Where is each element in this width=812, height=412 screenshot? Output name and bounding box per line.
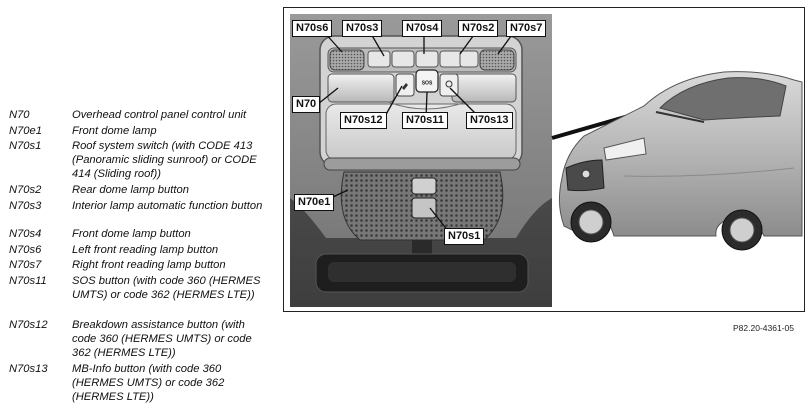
legend-description: Front dome lamp <box>72 125 157 137</box>
legend-code: N70s3 <box>9 200 42 212</box>
legend-description: Rear dome lamp button <box>72 184 189 196</box>
car-body-line <box>623 167 795 177</box>
legend-description: Left front reading lamp button <box>72 244 219 256</box>
car-logo <box>581 169 591 179</box>
callout-n70s3: N70s3 <box>342 20 383 37</box>
figure-illustration: SOS <box>290 14 803 307</box>
info-icon <box>445 80 453 88</box>
legend-code: N70s11 <box>9 275 47 287</box>
windshield-edge <box>655 111 705 123</box>
mirror-glass <box>328 262 516 282</box>
rear-lamp-lens <box>451 73 517 103</box>
left-reading-lamp-grille <box>329 49 365 71</box>
roof-switch-lower <box>411 197 437 219</box>
callout-n70s11: N70s11 <box>402 112 448 129</box>
callout-n70s12: N70s12 <box>340 112 387 129</box>
right-reading-lamp-grille <box>479 49 515 71</box>
top-button <box>391 50 415 68</box>
top-button <box>459 50 479 68</box>
top-button <box>439 50 463 68</box>
reference-code: P82.20-4361-05 <box>733 323 794 333</box>
callout-n70s1: N70s1 <box>444 228 485 245</box>
legend-description: Interior lamp automatic function button <box>72 200 263 212</box>
legend-code: N70s2 <box>9 184 42 196</box>
legend-description: SOS button (with code 360 (HERMES UMTS) … <box>72 275 261 301</box>
sos-label: SOS <box>422 81 433 87</box>
legend-code: N70s12 <box>9 319 48 331</box>
legend-description: Front dome lamp button <box>72 228 191 240</box>
front-rim <box>578 209 604 235</box>
wrench-icon <box>402 83 408 90</box>
legend-code: N70s7 <box>9 259 42 271</box>
callout-n70s6: N70s6 <box>292 20 333 37</box>
callout-n70s13: N70s13 <box>466 112 513 129</box>
headlight <box>603 137 647 161</box>
callout-n70s7: N70s7 <box>506 20 547 37</box>
car-illustration <box>558 71 803 251</box>
legend-code: N70s4 <box>9 228 42 240</box>
car-windows <box>659 77 787 121</box>
callout-n70s2: N70s2 <box>458 20 499 37</box>
roof-switch-upper <box>411 177 437 195</box>
grille-frame-top <box>323 157 521 171</box>
legend-code: N70s13 <box>9 363 48 375</box>
callout-n70: N70 <box>292 96 321 113</box>
front-lamp-lens <box>327 73 395 103</box>
overhead-panel-figure: SOS <box>283 7 805 312</box>
legend-description: Overhead control panel control unit <box>72 109 247 121</box>
legend-code: N70e1 <box>9 125 42 137</box>
mbinfo-button-shape <box>439 73 459 97</box>
legend-description: MB-Info button (with code 360 (HERMES UM… <box>72 363 225 403</box>
legend-description: Right front reading lamp button <box>72 259 226 271</box>
rear-rim <box>729 217 755 243</box>
top-button <box>415 50 439 68</box>
legend-description: Roof system switch (with CODE 413 (Panor… <box>72 140 257 180</box>
legend-code: N70s6 <box>9 244 42 256</box>
callout-n70s4: N70s4 <box>402 20 443 37</box>
callout-n70e1: N70e1 <box>294 194 335 211</box>
top-button <box>367 50 391 68</box>
legend-description: Breakdown assistance button (with code 3… <box>72 319 252 359</box>
legend-code: N70s1 <box>9 140 42 152</box>
legend-code: N70 <box>9 109 30 121</box>
